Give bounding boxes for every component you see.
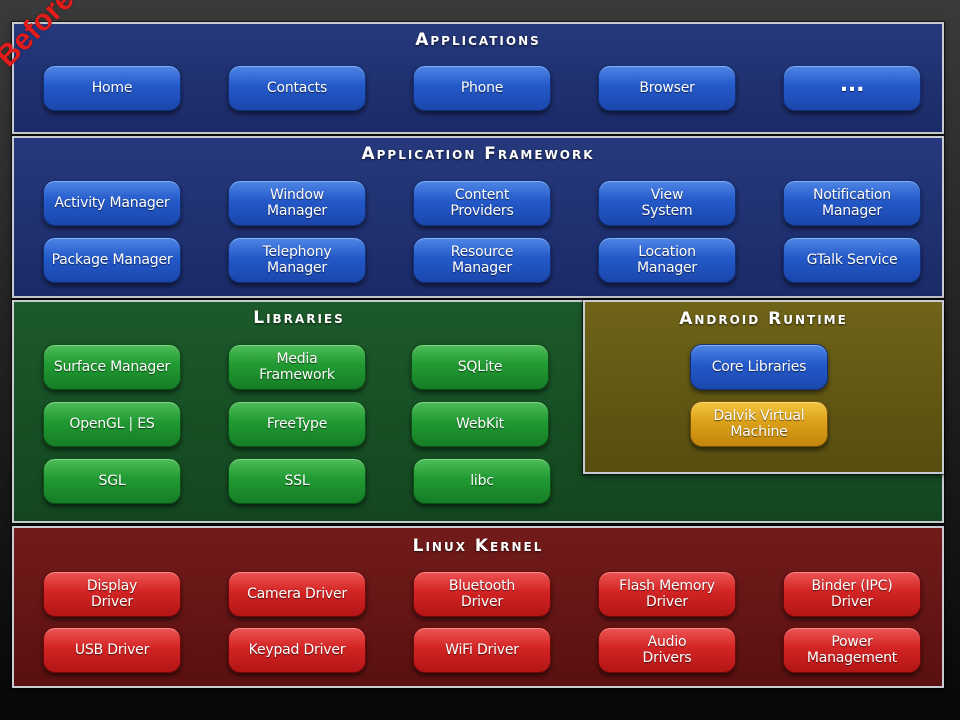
framework-title: Application Framework (361, 144, 595, 164)
ssl-button[interactable]: SSL (228, 458, 366, 504)
sqlite-button[interactable]: SQLite (411, 344, 549, 390)
wifi-driver-button[interactable]: WiFi Driver (413, 627, 551, 673)
opengl-es-button[interactable]: OpenGL | ES (43, 401, 181, 447)
app-home-button[interactable]: Home (43, 65, 181, 111)
flash-memory-driver-button[interactable]: Flash Memory Driver (598, 571, 736, 617)
linux-kernel-title: Linux Kernel (412, 536, 544, 556)
surface-manager-button[interactable]: Surface Manager (43, 344, 181, 390)
framework-panel: Application Framework Activity Manager W… (12, 136, 944, 298)
sgl-button[interactable]: SGL (43, 458, 181, 504)
android-runtime-title: Android Runtime (679, 309, 848, 329)
content-providers-button[interactable]: Content Providers (413, 180, 551, 226)
usb-driver-button[interactable]: USB Driver (43, 627, 181, 673)
resource-manager-button[interactable]: Resource Manager (413, 237, 551, 283)
location-manager-button[interactable]: Location Manager (598, 237, 736, 283)
applications-panel: Applications Home Contacts Phone Browser… (12, 22, 944, 134)
libc-button[interactable]: libc (413, 458, 551, 504)
view-system-button[interactable]: View System (598, 180, 736, 226)
app-contacts-button[interactable]: Contacts (228, 65, 366, 111)
power-management-button[interactable]: Power Management (783, 627, 921, 673)
app-browser-button[interactable]: Browser (598, 65, 736, 111)
dalvik-vm-button[interactable]: Dalvik Virtual Machine (690, 401, 828, 447)
freetype-button[interactable]: FreeType (228, 401, 366, 447)
webkit-button[interactable]: WebKit (411, 401, 549, 447)
audio-drivers-button[interactable]: Audio Drivers (598, 627, 736, 673)
binder-ipc-driver-button[interactable]: Binder (IPC) Driver (783, 571, 921, 617)
gtalk-service-button[interactable]: GTalk Service (783, 237, 921, 283)
core-libraries-button[interactable]: Core Libraries (690, 344, 828, 390)
activity-manager-button[interactable]: Activity Manager (43, 180, 181, 226)
keypad-driver-button[interactable]: Keypad Driver (228, 627, 366, 673)
window-manager-button[interactable]: Window Manager (228, 180, 366, 226)
android-runtime-panel: Android Runtime Core Libraries Dalvik Vi… (583, 300, 944, 474)
media-framework-button[interactable]: Media Framework (228, 344, 366, 390)
telephony-manager-button[interactable]: Telephony Manager (228, 237, 366, 283)
libraries-title: Libraries (253, 308, 345, 328)
display-driver-button[interactable]: Display Driver (43, 571, 181, 617)
package-manager-button[interactable]: Package Manager (43, 237, 181, 283)
camera-driver-button[interactable]: Camera Driver (228, 571, 366, 617)
notification-manager-button[interactable]: Notification Manager (783, 180, 921, 226)
bluetooth-driver-button[interactable]: Bluetooth Driver (413, 571, 551, 617)
linux-kernel-panel: Linux Kernel Display Driver Camera Drive… (12, 526, 944, 688)
app-phone-button[interactable]: Phone (413, 65, 551, 111)
applications-title: Applications (415, 30, 541, 50)
app-more-button[interactable]: ... (783, 65, 921, 111)
